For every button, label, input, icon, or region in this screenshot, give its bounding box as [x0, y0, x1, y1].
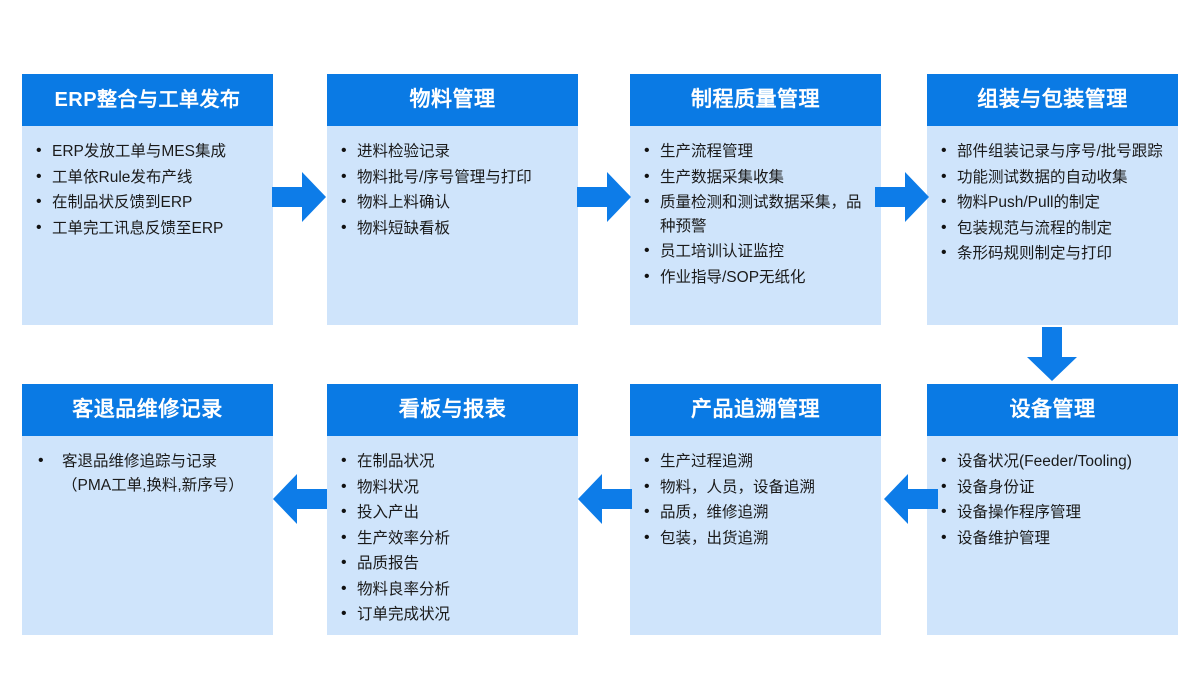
- arrow-right-icon: [272, 172, 326, 222]
- list-item: 工单完工讯息反馈至ERP: [32, 216, 265, 241]
- list-item: 工单依Rule发布产线: [32, 165, 265, 190]
- flow-box-title: ERP整合与工单发布: [22, 74, 273, 126]
- arrow-left-icon: [273, 474, 327, 524]
- arrow-left-icon: [578, 474, 632, 524]
- list-item: 生产过程追溯: [640, 449, 873, 474]
- list-item: 物料Push/Pull的制定: [937, 190, 1170, 215]
- flow-box-equipment-management[interactable]: 设备管理 设备状况(Feeder/Tooling) 设备身份证 设备操作程序管理…: [927, 384, 1178, 635]
- list-item: 质量检测和测试数据采集，品种预警: [640, 190, 873, 238]
- flow-box-title: 设备管理: [927, 384, 1178, 436]
- list-item: 生产效率分析: [337, 526, 570, 551]
- list-item: 设备状况(Feeder/Tooling): [937, 449, 1170, 474]
- list-item: 品质，维修追溯: [640, 500, 873, 525]
- list-item: ERP发放工单与MES集成: [32, 139, 265, 164]
- list-item: 生产数据采集收集: [640, 165, 873, 190]
- flow-box-product-traceability-management[interactable]: 产品追溯管理 生产过程追溯 物料，人员，设备追溯 品质，维修追溯 包装，出货追溯: [630, 384, 881, 635]
- flow-box-title: 组装与包装管理: [927, 74, 1178, 126]
- flow-box-process-quality-management[interactable]: 制程质量管理 生产流程管理 生产数据采集收集 质量检测和测试数据采集，品种预警 …: [630, 74, 881, 325]
- list-item: 设备操作程序管理: [937, 500, 1170, 525]
- list-item: 员工培训认证监控: [640, 239, 873, 264]
- list-item: 设备维护管理: [937, 526, 1170, 551]
- list-item: 客退品维修追踪与记录（PMA工单,换料,新序号）: [32, 449, 265, 497]
- arrow-right-icon: [577, 172, 631, 222]
- list-item: 条形码规则制定与打印: [937, 241, 1170, 266]
- list-item: 在制品状反馈到ERP: [32, 190, 265, 215]
- flow-box-kanban-and-reports[interactable]: 看板与报表 在制品状况 物料状况 投入产出 生产效率分析 品质报告 物料良率分析…: [327, 384, 578, 635]
- flow-box-body: 在制品状况 物料状况 投入产出 生产效率分析 品质报告 物料良率分析 订单完成状…: [327, 436, 578, 635]
- arrow-down-icon: [1027, 327, 1077, 381]
- list-item: 进料检验记录: [337, 139, 570, 164]
- bullet-list: 设备状况(Feeder/Tooling) 设备身份证 设备操作程序管理 设备维护…: [937, 449, 1170, 551]
- flow-box-body: 生产流程管理 生产数据采集收集 质量检测和测试数据采集，品种预警 员工培训认证监…: [630, 126, 881, 325]
- bullet-list: ERP发放工单与MES集成 工单依Rule发布产线 在制品状反馈到ERP 工单完…: [32, 139, 265, 241]
- arrow-right-icon: [875, 172, 929, 222]
- list-item: 物料状况: [337, 475, 570, 500]
- list-item: 物料上料确认: [337, 190, 570, 215]
- list-item: 物料短缺看板: [337, 216, 570, 241]
- flow-box-body: 进料检验记录 物料批号/序号管理与打印 物料上料确认 物料短缺看板: [327, 126, 578, 325]
- list-item: 功能测试数据的自动收集: [937, 165, 1170, 190]
- list-item: 物料批号/序号管理与打印: [337, 165, 570, 190]
- list-item: 生产流程管理: [640, 139, 873, 164]
- flow-box-title: 客退品维修记录: [22, 384, 273, 436]
- list-item: 在制品状况: [337, 449, 570, 474]
- list-item: 品质报告: [337, 551, 570, 576]
- flow-box-customer-return-repair-record[interactable]: 客退品维修记录 客退品维修追踪与记录（PMA工单,换料,新序号）: [22, 384, 273, 635]
- flow-box-title: 制程质量管理: [630, 74, 881, 126]
- list-item: 作业指导/SOP无纸化: [640, 265, 873, 290]
- bullet-list: 生产过程追溯 物料，人员，设备追溯 品质，维修追溯 包装，出货追溯: [640, 449, 873, 551]
- bullet-list: 客退品维修追踪与记录（PMA工单,换料,新序号）: [32, 449, 265, 497]
- flow-box-material-management[interactable]: 物料管理 进料检验记录 物料批号/序号管理与打印 物料上料确认 物料短缺看板: [327, 74, 578, 325]
- flow-box-body: 设备状况(Feeder/Tooling) 设备身份证 设备操作程序管理 设备维护…: [927, 436, 1178, 635]
- bullet-list: 进料检验记录 物料批号/序号管理与打印 物料上料确认 物料短缺看板: [337, 139, 570, 241]
- bullet-list: 生产流程管理 生产数据采集收集 质量检测和测试数据采集，品种预警 员工培训认证监…: [640, 139, 873, 290]
- flow-box-body: 部件组装记录与序号/批号跟踪 功能测试数据的自动收集 物料Push/Pull的制…: [927, 126, 1178, 325]
- flow-box-erp-integration[interactable]: ERP整合与工单发布 ERP发放工单与MES集成 工单依Rule发布产线 在制品…: [22, 74, 273, 325]
- flow-box-body: ERP发放工单与MES集成 工单依Rule发布产线 在制品状反馈到ERP 工单完…: [22, 126, 273, 325]
- list-item: 部件组装记录与序号/批号跟踪: [937, 139, 1170, 164]
- flow-box-body: 客退品维修追踪与记录（PMA工单,换料,新序号）: [22, 436, 273, 635]
- list-item: 包装，出货追溯: [640, 526, 873, 551]
- flow-box-title: 产品追溯管理: [630, 384, 881, 436]
- list-item: 物料良率分析: [337, 577, 570, 602]
- flow-box-assembly-packaging-management[interactable]: 组装与包装管理 部件组装记录与序号/批号跟踪 功能测试数据的自动收集 物料Pus…: [927, 74, 1178, 325]
- list-item: 物料，人员，设备追溯: [640, 475, 873, 500]
- arrow-left-icon: [884, 474, 938, 524]
- bullet-list: 在制品状况 物料状况 投入产出 生产效率分析 品质报告 物料良率分析 订单完成状…: [337, 449, 570, 627]
- flow-box-title: 物料管理: [327, 74, 578, 126]
- bullet-list: 部件组装记录与序号/批号跟踪 功能测试数据的自动收集 物料Push/Pull的制…: [937, 139, 1170, 266]
- flow-box-body: 生产过程追溯 物料，人员，设备追溯 品质，维修追溯 包装，出货追溯: [630, 436, 881, 635]
- list-item: 包装规范与流程的制定: [937, 216, 1170, 241]
- flow-box-title: 看板与报表: [327, 384, 578, 436]
- list-item: 投入产出: [337, 500, 570, 525]
- list-item: 设备身份证: [937, 475, 1170, 500]
- list-item: 订单完成状况: [337, 602, 570, 627]
